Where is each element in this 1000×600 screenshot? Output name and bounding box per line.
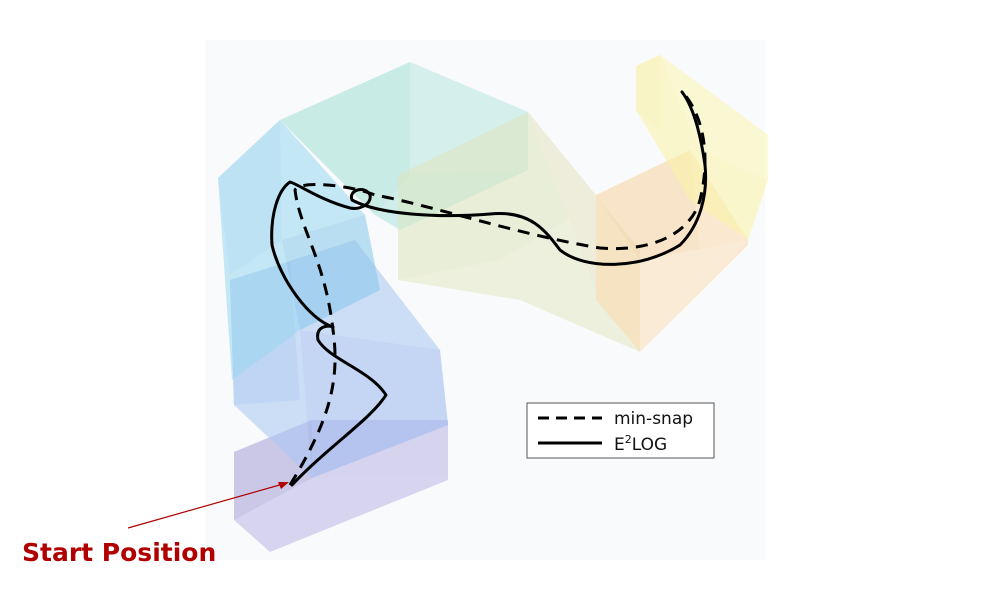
legend-e2log-label: E2LOG — [614, 433, 667, 455]
e2log-trajectory — [270, 90, 708, 487]
corridor-segment-3 — [218, 120, 380, 380]
legend-box — [526, 402, 715, 459]
min-snap-trajectory — [288, 94, 707, 486]
legend: min-snap E2LOG — [526, 402, 715, 459]
start-annotation: Start Position — [22, 482, 289, 567]
legend-min-snap-label: min-snap — [614, 409, 693, 429]
start-position-label: Start Position — [22, 538, 216, 567]
start-arrow-line — [127, 483, 284, 529]
start-arrow-head — [278, 482, 289, 489]
